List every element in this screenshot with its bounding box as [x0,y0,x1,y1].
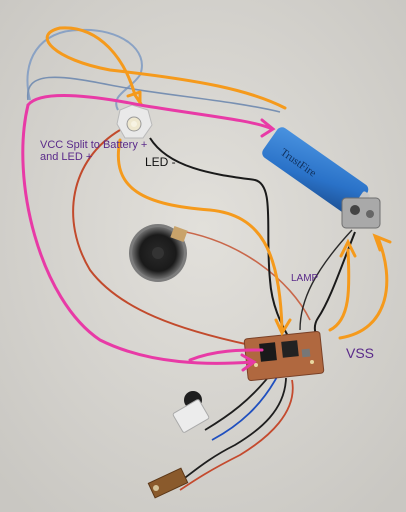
red-wire-speaker [174,229,311,321]
label-vcc-split: VCC Split to Battery + and LED + [40,139,148,164]
speaker [129,224,188,282]
pcb-board [243,330,325,382]
red-wire-led [72,129,251,346]
wire-sensor-a [174,377,287,486]
black-wire-led-minus [149,137,291,341]
orange-arrow-top [45,26,287,110]
blue-wire-2 [27,76,281,113]
battery-clip [341,197,381,229]
wire-sensor-b [179,379,294,491]
orange-arrowhead-vss-up [339,238,357,258]
battery: TrustFire [262,127,370,216]
wire-switch-a [204,374,271,431]
orange-arrow-vss-right [338,236,389,340]
label-lamp: LAMP [291,273,319,284]
orange-arrow-vss-up [328,248,351,332]
magenta-arrow-board-2 [188,348,264,362]
switch [172,391,210,433]
magenta-arrowhead-board [240,353,257,372]
magenta-arrow-battery [26,94,272,130]
magenta-arrow-board [21,103,254,365]
label-vss: VSS [346,345,375,361]
magenta-arrows [21,94,276,372]
orange-arrowhead-lamp [274,318,292,337]
label-led-minus: LED - [145,155,176,169]
orange-arrowhead-led [126,90,142,106]
orange-arrows [45,26,392,340]
sensor-board [147,467,189,499]
orange-arrow-lamp [116,138,284,332]
black-wire-battery-2 [299,229,353,331]
battery-body [262,127,369,216]
magenta-arrowhead-battery [260,118,276,138]
orange-arrowhead-vss-right [372,233,392,252]
wire-switch-b [211,374,279,441]
led-module [116,104,153,139]
